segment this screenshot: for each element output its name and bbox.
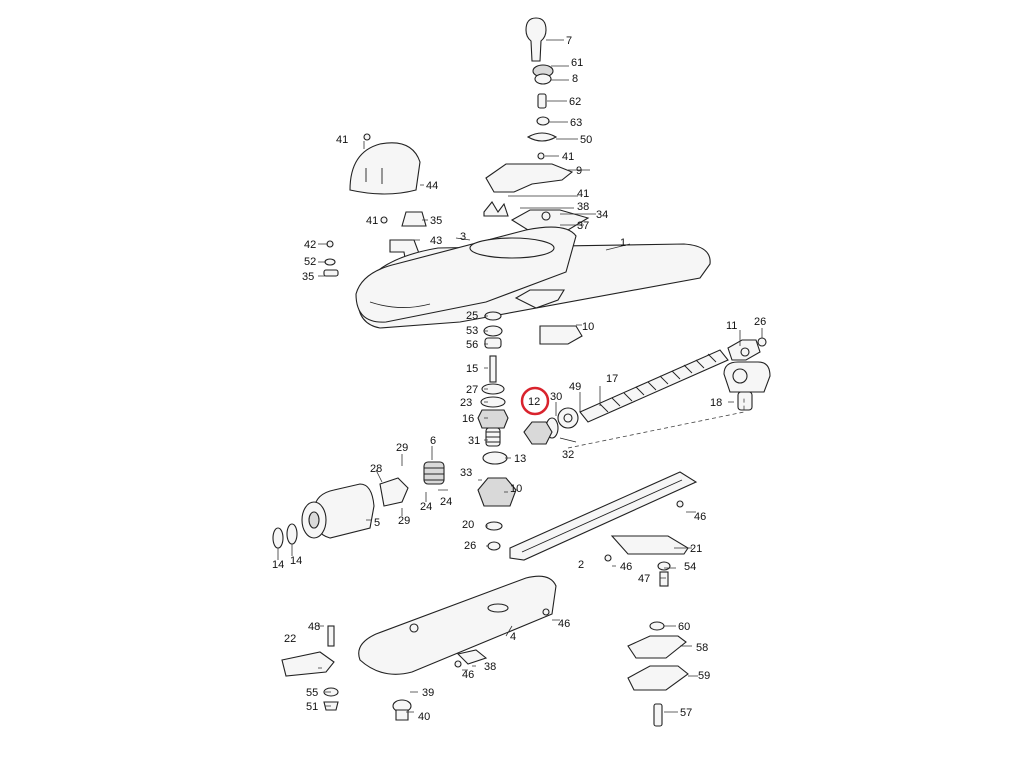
mount-plate	[610, 535, 689, 555]
label-part-29-b: 29	[398, 515, 410, 527]
label-part-56: 56	[466, 339, 478, 351]
label-part-35-b: 35	[302, 271, 314, 283]
label-part-41-c: 41	[577, 188, 589, 200]
label-part-46-c: 46	[558, 618, 570, 630]
motor-assembly	[272, 461, 445, 549]
spring-clip	[483, 201, 509, 217]
label-part-25: 25	[466, 310, 478, 322]
label-part-32: 32	[562, 449, 574, 461]
label-part-58: 58	[696, 642, 708, 654]
label-part-29-a: 29	[396, 442, 408, 454]
label-part-50: 50	[580, 134, 592, 146]
label-part-14-b: 14	[290, 555, 302, 567]
cover-clip-upper	[514, 289, 565, 309]
base-housing	[358, 575, 557, 675]
label-part-46-d: 46	[462, 669, 474, 681]
label-part-21: 21	[690, 543, 702, 555]
label-part-16: 16	[462, 413, 474, 425]
label-part-54: 54	[684, 561, 696, 573]
label-part-34: 34	[596, 209, 608, 221]
lead-screw-assembly	[523, 349, 729, 445]
output-shaft-stack	[477, 311, 509, 465]
label-part-30: 30	[550, 391, 562, 403]
label-part-49: 49	[569, 381, 581, 393]
cover-bracket	[281, 651, 335, 677]
label-part-41-d: 41	[562, 151, 574, 163]
label-part-63: 63	[570, 117, 582, 129]
cam-bracket	[401, 211, 427, 227]
label-part-2: 2	[578, 559, 584, 571]
label-part-35-a: 35	[430, 215, 442, 227]
label-part-41-b: 41	[366, 215, 378, 227]
label-part-11: 11	[726, 320, 737, 332]
label-part-6: 6	[430, 435, 436, 447]
label-part-10-b: 10	[510, 483, 522, 495]
label-part-13: 13	[514, 453, 526, 465]
label-part-15: 15	[466, 363, 478, 375]
label-part-1: 1	[620, 237, 626, 249]
release-key	[525, 17, 558, 160]
label-part-42: 42	[304, 239, 316, 251]
label-part-53: 53	[466, 325, 478, 337]
label-part-12: 12	[528, 396, 540, 408]
label-part-22: 22	[284, 633, 296, 645]
label-part-43: 43	[430, 235, 442, 247]
label-part-8: 8	[572, 73, 578, 85]
label-part-52: 52	[304, 256, 316, 268]
label-part-62: 62	[569, 96, 581, 108]
label-part-38-a: 38	[577, 201, 589, 213]
label-part-51: 51	[306, 701, 318, 713]
label-part-40: 40	[418, 711, 430, 723]
label-part-24-b: 24	[440, 496, 452, 508]
label-part-46-b: 46	[620, 561, 632, 573]
label-part-4: 4	[510, 631, 516, 643]
label-part-24-a: 24	[420, 501, 432, 513]
label-part-33: 33	[460, 467, 472, 479]
label-part-44: 44	[426, 180, 438, 192]
label-part-9: 9	[576, 165, 582, 177]
label-part-61: 61	[571, 57, 583, 69]
label-part-26-a: 26	[754, 316, 766, 328]
label-part-31: 31	[468, 435, 480, 447]
label-part-27: 27	[466, 384, 478, 396]
label-part-28: 28	[370, 463, 382, 475]
end-cap	[349, 142, 421, 195]
label-part-47: 47	[638, 573, 650, 585]
label-part-18: 18	[710, 397, 722, 409]
label-part-46-a: 46	[694, 511, 706, 523]
label-part-57: 57	[680, 707, 692, 719]
pad-lower	[627, 665, 689, 691]
label-part-38-b: 38	[484, 661, 496, 673]
part-labels: 7 61 8 62 63 50 41 9 41 38 34 37 41 44 4…	[272, 35, 766, 723]
label-part-26-b: 26	[464, 540, 476, 552]
highlight-ring-12	[520, 386, 550, 416]
pad-upper	[627, 635, 687, 659]
label-part-3: 3	[460, 231, 466, 243]
label-part-23: 23	[460, 397, 472, 409]
label-part-60: 60	[678, 621, 690, 633]
label-part-20: 20	[462, 519, 474, 531]
label-part-10-a: 10	[582, 321, 594, 333]
label-part-7: 7	[566, 35, 572, 47]
label-part-41-a: 41	[336, 134, 348, 146]
label-part-39: 39	[422, 687, 434, 699]
label-part-55: 55	[306, 687, 318, 699]
label-part-5: 5	[374, 517, 380, 529]
label-part-14-a: 14	[272, 559, 284, 571]
lever-bracket	[485, 163, 574, 193]
label-part-37: 37	[577, 220, 589, 232]
label-part-59: 59	[698, 670, 710, 682]
label-part-17: 17	[606, 373, 618, 385]
cover-clip-lower	[539, 325, 583, 345]
label-part-48: 48	[308, 621, 320, 633]
worm-gear	[477, 477, 517, 507]
